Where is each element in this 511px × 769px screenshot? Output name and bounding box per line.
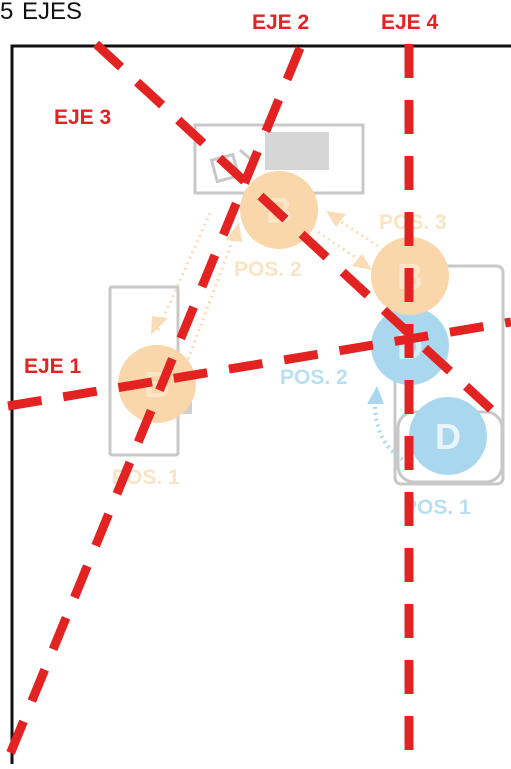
b-arrow-3-head [352, 254, 372, 270]
eje-1-line [7, 317, 511, 411]
b-arrow-4 [333, 215, 379, 248]
eje-4-label: EJE 4 [381, 11, 439, 34]
eje-2-line [1, 46, 305, 766]
eje-1-label: EJE 1 [24, 355, 82, 378]
d-pos1-label: POS. 1 [403, 496, 471, 519]
eje-2-label: EJE 2 [252, 11, 309, 34]
d-letter-pos1: D [435, 416, 461, 457]
d-arrow [372, 399, 409, 464]
b-arrow-2-head [226, 222, 242, 242]
d-circle-pos1 [409, 397, 487, 475]
section-number: 5 [0, 0, 14, 25]
b-circle-pos1 [118, 345, 196, 423]
d-pos2-label: POS. 2 [280, 366, 348, 389]
b-arrow-1 [156, 212, 212, 331]
section-title: EJES [22, 0, 83, 25]
d-arrow-head [367, 386, 384, 404]
b-arrow-4-head [326, 211, 346, 227]
b-pos2-label: POS. 2 [234, 258, 302, 281]
set-frame [10, 44, 511, 764]
top-desk-monitor [265, 132, 329, 170]
eje-3-label: EJE 3 [54, 106, 111, 129]
eje-3-line [92, 40, 498, 416]
section-header: 5 EJES [0, 0, 82, 26]
b-arrow-1-head [151, 316, 168, 335]
axis-lines [1, 40, 511, 766]
